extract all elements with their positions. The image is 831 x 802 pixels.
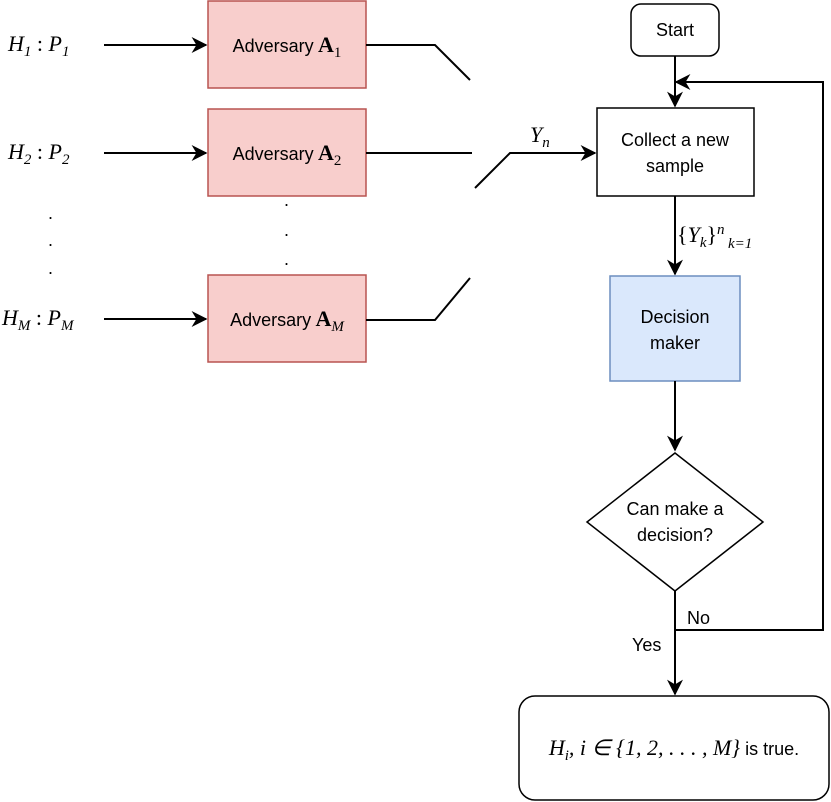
svg-text:Adversary A1: Adversary A1 <box>233 32 342 61</box>
hypothesis-2-label: H2 : P2 <box>7 139 70 168</box>
decision-question-diamond: Can make a decision? <box>585 452 765 592</box>
ellipsis-dot: . <box>48 258 53 278</box>
svg-text:Adversary A2: Adversary A2 <box>233 140 342 169</box>
adversary-2-box: Adversary A2 <box>207 108 367 197</box>
svg-text:Hi, i ∈ {1, 2, . . . , M} is t: Hi, i ∈ {1, 2, . . . , M} is true. <box>548 735 799 764</box>
sample-set-lower-index: k=1 <box>728 236 752 252</box>
adversary-m-box: Adversary AM <box>207 274 367 363</box>
ellipsis-dot: . <box>284 249 289 269</box>
hypothesis-m-label: HM : PM <box>1 305 75 334</box>
adversary-1-box: Adversary A1 <box>207 0 367 89</box>
ellipsis-dot: . <box>284 190 289 210</box>
ellipsis-dot: . <box>48 203 53 223</box>
switch-output-arrow <box>474 145 597 189</box>
result-box: Hi, i ∈ {1, 2, . . . , M} is true. <box>518 695 830 801</box>
svg-text:Adversary AM: Adversary AM <box>230 306 345 335</box>
svg-text:maker: maker <box>650 333 700 353</box>
collect-sample-box: Collect a new sample <box>596 107 755 197</box>
svg-text:Can make a: Can make a <box>626 499 724 519</box>
yes-label: Yes <box>632 635 661 655</box>
svg-text:Start: Start <box>656 20 694 40</box>
switch-line-1 <box>366 44 471 81</box>
ellipsis-dot: . <box>48 230 53 250</box>
switch-line-m <box>366 277 471 321</box>
start-node: Start <box>630 3 720 57</box>
svg-text:H1 : P1: H1 : P1 <box>7 31 69 60</box>
svg-text:H2 : P2: H2 : P2 <box>7 139 70 168</box>
sample-set-label: {Yk}n <box>677 222 725 251</box>
ellipsis-dot: . <box>284 220 289 240</box>
decision-maker-box: Decision maker <box>609 275 741 382</box>
svg-text:Collect a new: Collect a new <box>621 130 730 150</box>
svg-text:Decision: Decision <box>640 307 709 327</box>
svg-text:HM : PM: HM : PM <box>1 305 75 334</box>
switch-output-label: Yn <box>530 122 550 151</box>
no-label: No <box>687 608 710 628</box>
hypothesis-1-label: H1 : P1 <box>7 31 69 60</box>
svg-text:sample: sample <box>646 156 704 176</box>
arrow-no-loop <box>674 74 824 631</box>
svg-text:decision?: decision? <box>637 525 713 545</box>
